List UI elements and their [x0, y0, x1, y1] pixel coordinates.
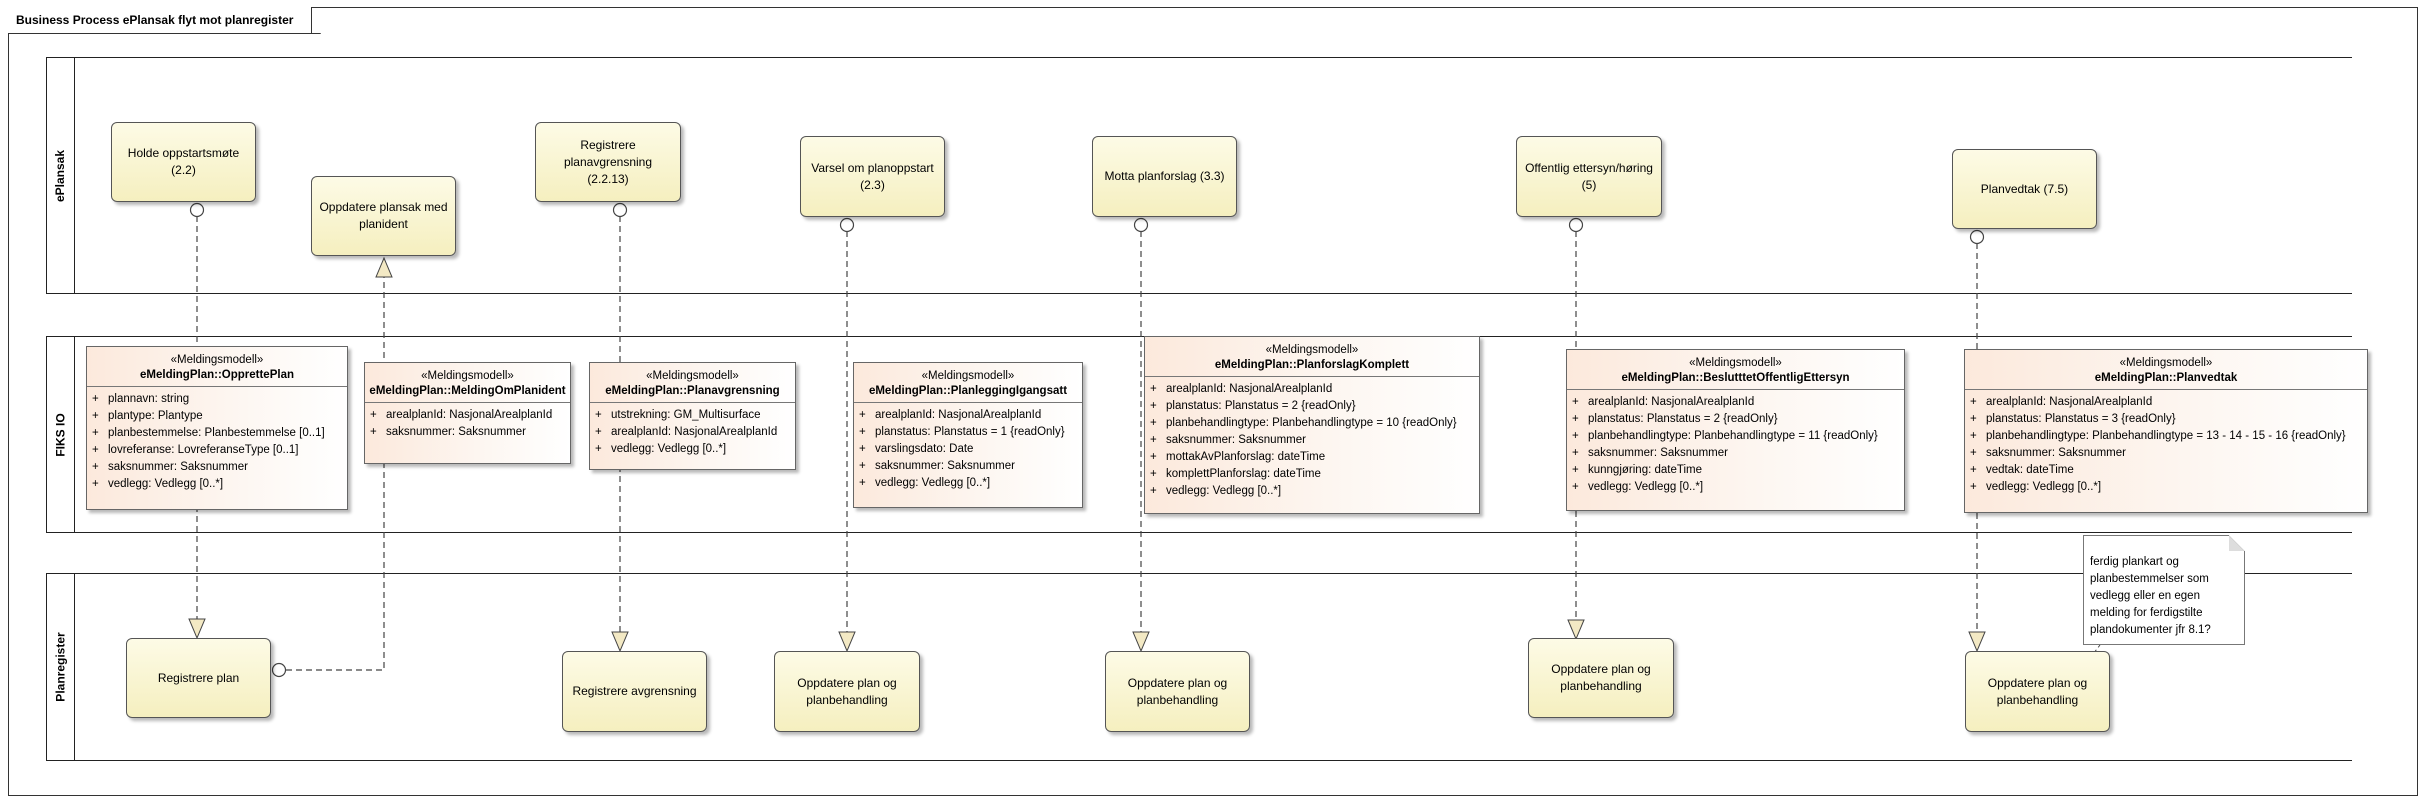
flow-start-dot — [1133, 217, 1149, 233]
class-attribute: plantype: Plantype — [108, 410, 203, 422]
class-stereotype: «Meldingsmodell» — [421, 370, 514, 382]
class-planforslagkomplett[interactable]: «Meldingsmodell»eMeldingPlan::Planforsla… — [1144, 336, 1480, 514]
class-attribute: vedlegg: Vedlegg [0..*] — [108, 478, 224, 490]
class-name: eMeldingPlan::PlanforslagKomplett — [1214, 359, 1410, 371]
class-name: eMeldingPlan::MeldingOmPlanident — [369, 385, 566, 397]
task-oppdatere-plan-1[interactable]: Oppdatere plan og planbehandling — [774, 651, 920, 732]
class-name: eMeldingPlan::BeslutttetOffentligEttersy… — [1621, 372, 1850, 384]
class-name: eMeldingPlan::OpprettePlan — [140, 369, 294, 381]
task-registrere-avgrensning[interactable]: Registrere avgrensning — [562, 651, 707, 732]
class-besluttetoffentligettersyn[interactable]: «Meldingsmodell»eMeldingPlan::Beslutttet… — [1566, 349, 1905, 511]
diagram-frame — [8, 7, 2418, 796]
class-planvedtak[interactable]: «Meldingsmodell»eMeldingPlan::Planvedtak… — [1964, 349, 2368, 513]
diagram-title: Business Process ePlansak flyt mot planr… — [8, 7, 313, 34]
class-name: eMeldingPlan::Planavgrensning — [605, 385, 780, 397]
class-attribute: planstatus: Planstatus = 3 {readOnly} — [1986, 413, 2176, 425]
class-stereotype: «Meldingsmodell» — [2119, 357, 2213, 369]
arrow-head — [188, 618, 206, 640]
task-registrere-planavgrensning[interactable]: Registrere planavgrensning (2.2.13) — [535, 122, 681, 202]
arrow-head — [838, 631, 856, 653]
note[interactable]: ferdig plankart og planbestemmelser som … — [2083, 535, 2245, 645]
note-fold-icon — [2229, 535, 2245, 551]
class-stereotype: «Meldingsmodell» — [1265, 344, 1359, 356]
class-attribute: vedlegg: Vedlegg [0..*] — [611, 443, 727, 455]
class-attribute: arealplanId: NasjonalArealplanId — [1166, 383, 1333, 395]
class-attribute: kunngjøring: dateTime — [1588, 464, 1702, 476]
class-stereotype: «Meldingsmodell» — [921, 370, 1015, 382]
class-name: eMeldingPlan::Planvedtak — [2094, 372, 2238, 384]
arrow-head — [375, 256, 393, 278]
lane-label: Planregister — [47, 574, 75, 760]
class-attribute: saksnummer: Saksnummer — [1986, 447, 2126, 459]
class-attribute: saksnummer: Saksnummer — [1588, 447, 1728, 459]
class-attribute: plannavn: string — [108, 393, 190, 405]
class-oppretteplan[interactable]: «Meldingsmodell»eMeldingPlan::OpprettePl… — [86, 346, 348, 510]
lane-eplansak: ePlansak — [46, 57, 2352, 294]
task-oppdatere-plan-3[interactable]: Oppdatere plan og planbehandling — [1528, 638, 1674, 718]
flow-start-dot — [271, 662, 287, 678]
class-attribute: vedlegg: Vedlegg [0..*] — [1166, 485, 1282, 497]
class-attribute: planbehandlingtype: Planbehandlingtype =… — [1166, 417, 1457, 429]
class-attribute: arealplanId: NasjonalArealplanId — [386, 409, 553, 421]
task-varsel-om-planoppstart[interactable]: Varsel om planoppstart (2.3) — [800, 136, 945, 217]
class-attribute: planbehandlingtype: Planbehandlingtype =… — [1986, 430, 2346, 442]
task-holde-oppstartsmote[interactable]: Holde oppstartsmøte (2.2) — [111, 122, 256, 202]
class-stereotype: «Meldingsmodell» — [170, 354, 264, 366]
class-planleggingigangsatt[interactable]: «Meldingsmodell»eMeldingPlan::Planleggin… — [853, 362, 1083, 508]
class-meldingomplanident[interactable]: «Meldingsmodell»eMeldingPlan::MeldingOmP… — [364, 362, 571, 464]
task-oppdatere-plan-4[interactable]: Oppdatere plan og planbehandling — [1965, 651, 2110, 732]
class-attribute: arealplanId: NasjonalArealplanId — [875, 409, 1042, 421]
task-oppdatere-plansak[interactable]: Oppdatere plansak med planident — [311, 176, 456, 256]
class-attribute: planstatus: Planstatus = 1 {readOnly} — [875, 426, 1065, 438]
class-attribute: vedtak: dateTime — [1986, 464, 2074, 476]
class-attribute: planstatus: Planstatus = 2 {readOnly} — [1166, 400, 1356, 412]
task-offentlig-ettersyn[interactable]: Offentlig ettersyn/høring (5) — [1516, 136, 1662, 217]
class-attribute: varslingsdato: Date — [875, 443, 974, 455]
class-attribute: utstrekning: GM_Multisurface — [611, 409, 761, 421]
arrow-head — [1567, 619, 1585, 641]
lane-planregister: Planregister — [46, 573, 2352, 761]
task-planvedtak[interactable]: Planvedtak (7.5) — [1952, 149, 2097, 229]
class-attribute: saksnummer: Saksnummer — [386, 426, 526, 438]
arrow-head — [1132, 631, 1150, 653]
flow-start-dot — [612, 202, 628, 218]
class-stereotype: «Meldingsmodell» — [1689, 357, 1782, 369]
class-attribute: planstatus: Planstatus = 2 {readOnly} — [1588, 413, 1778, 425]
class-attribute: arealplanId: NasjonalArealplanId — [611, 426, 778, 438]
task-oppdatere-plan-2[interactable]: Oppdatere plan og planbehandling — [1105, 651, 1250, 732]
class-planavgrensning[interactable]: «Meldingsmodell»eMeldingPlan::Planavgren… — [589, 362, 796, 470]
class-attribute: planbehandlingtype: Planbehandlingtype =… — [1588, 430, 1878, 442]
class-attribute: arealplanId: NasjonalArealplanId — [1986, 396, 2153, 408]
class-attribute: saksnummer: Saksnummer — [1166, 434, 1306, 446]
class-attribute: saksnummer: Saksnummer — [875, 460, 1015, 472]
class-attribute: vedlegg: Vedlegg [0..*] — [875, 477, 991, 489]
class-attribute: vedlegg: Vedlegg [0..*] — [1588, 481, 1704, 493]
lane-label: FIKS IO — [47, 337, 75, 532]
class-attribute: komplettPlanforslag: dateTime — [1166, 468, 1321, 480]
arrow-head — [611, 631, 629, 653]
flow-start-dot — [189, 202, 205, 218]
class-attribute: mottakAvPlanforslag: dateTime — [1166, 451, 1326, 463]
class-attribute: arealplanId: NasjonalArealplanId — [1588, 396, 1755, 408]
class-attribute: saksnummer: Saksnummer — [108, 461, 248, 473]
flow-start-dot — [1969, 229, 1985, 245]
class-stereotype: «Meldingsmodell» — [646, 370, 739, 382]
task-registrere-plan[interactable]: Registrere plan — [126, 638, 271, 718]
class-attribute: lovreferanse: LovreferanseType [0..1] — [108, 444, 299, 456]
lane-label: ePlansak — [47, 58, 75, 293]
class-attribute: planbestemmelse: Planbestemmelse [0..1] — [108, 427, 325, 439]
class-name: eMeldingPlan::PlanleggingIgangsatt — [868, 385, 1068, 397]
arrow-head — [1968, 631, 1986, 653]
flow-start-dot — [1568, 217, 1584, 233]
class-attribute: vedlegg: Vedlegg [0..*] — [1986, 481, 2102, 493]
task-motta-planforslag[interactable]: Motta planforslag (3.3) — [1092, 136, 1237, 217]
flow-start-dot — [839, 217, 855, 233]
note-text: ferdig plankart og planbestemmelser som … — [2090, 556, 2211, 636]
